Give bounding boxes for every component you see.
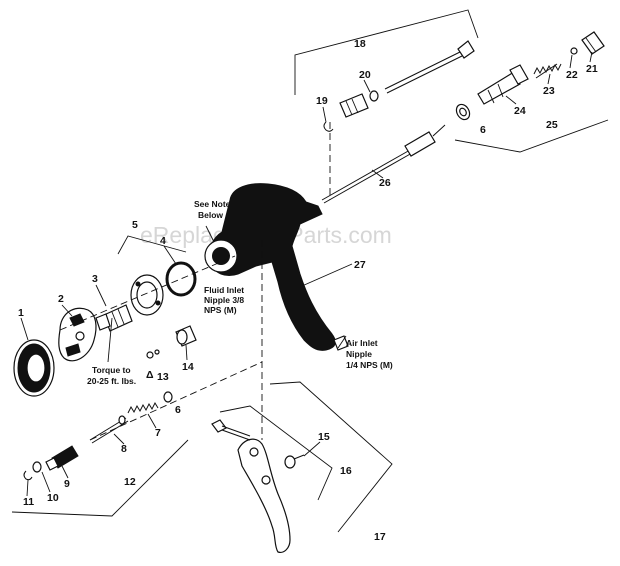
callout-9: 9 [64, 478, 70, 490]
callout-1: 1 [18, 307, 24, 319]
callout-19: 19 [316, 95, 328, 107]
part-18-needle [384, 40, 475, 94]
callout-12: 12 [124, 476, 136, 488]
bracket-17 [269, 381, 393, 533]
callout-25: 25 [546, 119, 558, 131]
annotation-torque: Torque to 20-25 ft. lbs. [87, 365, 136, 386]
part-26-fluid-needle [321, 124, 446, 204]
callout-14: 14 [182, 361, 194, 373]
part-3-fluid-nozzle [95, 304, 133, 332]
bracket-18 [294, 9, 479, 95]
delta-symbol: Δ [146, 369, 154, 381]
note-air-inlet-line1: Air Inlet [346, 338, 378, 348]
callout-21: 21 [586, 63, 598, 75]
note-torque-line2: 20-25 ft. lbs. [87, 376, 136, 386]
annotation-fluid-inlet: Fluid Inlet Nipple 3/8 NPS (M) [204, 285, 244, 315]
callout-26: 26 [379, 177, 391, 189]
callout-15: 15 [318, 431, 330, 443]
part-13-small-screw [146, 349, 160, 359]
packing-nut [339, 93, 369, 118]
note-fluid-inlet-line1: Fluid Inlet [204, 285, 244, 295]
callout-10: 10 [47, 492, 59, 504]
bracket-25 [454, 119, 609, 153]
part-6-washer-top [455, 103, 471, 121]
part-20-washer [369, 90, 379, 102]
part-21-knob [581, 31, 605, 55]
callout-4: 4 [160, 235, 166, 247]
part-11-clip [23, 470, 33, 481]
part-6-washer-lower [163, 391, 173, 403]
note-air-inlet-line3: 1/4 NPS (M) [346, 360, 393, 370]
note-fluid-inlet-line3: NPS (M) [204, 305, 237, 315]
part-8-valve-stem [89, 415, 129, 444]
part-5-retaining-ring [130, 274, 164, 316]
part-22-ball [570, 47, 578, 55]
annotation-air-inlet: Air Inlet Nipple 1/4 NPS (M) [346, 338, 393, 370]
trigger-stud [211, 419, 251, 441]
callout-22: 22 [566, 69, 578, 81]
callout-20: 20 [359, 69, 371, 81]
callout-18: 18 [354, 38, 366, 50]
part-10-washer [32, 461, 42, 473]
note-torque-line1: Torque to [92, 365, 131, 375]
note-fluid-inlet-line2: Nipple 3/8 [204, 295, 244, 305]
callout-6-lower: 6 [175, 404, 181, 416]
annotation-see-note: See Note Below [194, 199, 231, 220]
callout-17: 17 [374, 531, 386, 543]
part-9-valve-body [45, 445, 79, 471]
callout-24: 24 [514, 105, 526, 117]
callout-11: 11 [23, 496, 34, 508]
part-1-knurled-ring [13, 339, 55, 397]
bracket-5 [117, 235, 187, 255]
callout-6-top: 6 [480, 124, 486, 136]
callout-8: 8 [121, 443, 127, 455]
callout-13: 13 [157, 371, 169, 383]
note-see-note-line1: See Note [194, 199, 231, 209]
part-14-nipple [175, 325, 197, 347]
part-15-screw [284, 454, 305, 469]
callout-7: 7 [155, 427, 161, 439]
callout-2: 2 [58, 293, 64, 305]
note-see-note-line2: Below [198, 210, 223, 220]
part-24-valve-body [477, 64, 529, 105]
part-17-trigger [237, 438, 291, 553]
bracket-12 [11, 439, 189, 517]
part-7-spring [127, 401, 159, 414]
part-4-o-ring [165, 261, 197, 297]
note-air-inlet-line2: Nipple [346, 349, 372, 359]
leader-lines [20, 51, 593, 497]
part-2-air-cap [58, 307, 97, 362]
callout-5: 5 [132, 219, 138, 231]
part-23-spring [533, 63, 562, 79]
bracket-16 [219, 405, 333, 501]
callout-3: 3 [92, 273, 98, 285]
assembly-dash-lines [59, 122, 331, 441]
callout-16: 16 [340, 465, 352, 477]
callout-labels: 1 2 3 4 5 6 6 7 8 9 10 11 12 13 14 15 16… [18, 38, 598, 543]
callout-23: 23 [543, 85, 555, 97]
part-19-clip [323, 121, 334, 132]
callout-27: 27 [354, 259, 366, 271]
